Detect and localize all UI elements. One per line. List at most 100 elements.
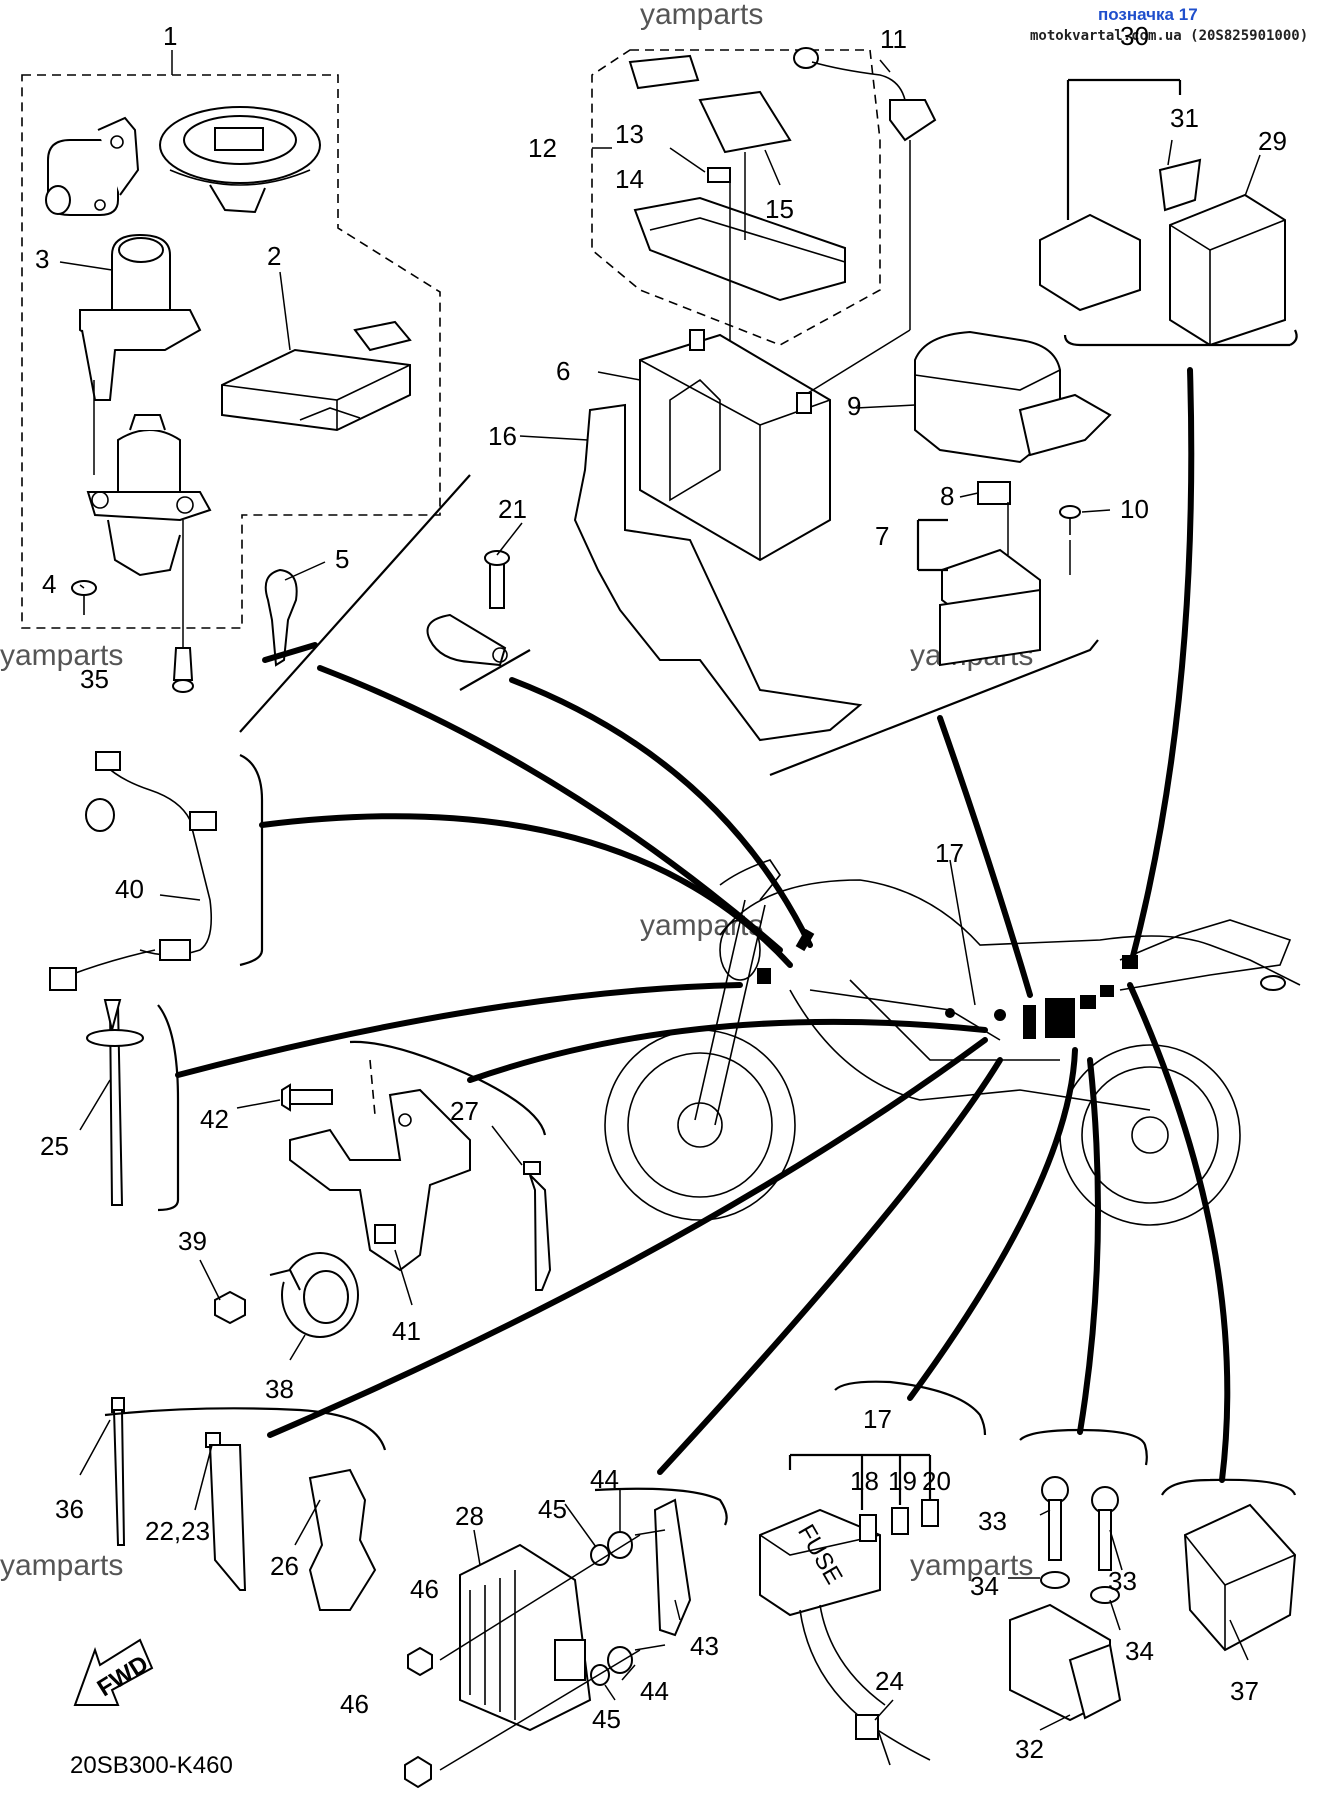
callout-label[interactable]: 42 (200, 1104, 229, 1134)
callout-label[interactable]: 25 (40, 1131, 69, 1161)
callout-label[interactable]: 18 (850, 1466, 879, 1496)
callout-label[interactable]: 31 (1170, 103, 1199, 133)
band-part[interactable] (523, 1161, 552, 1291)
callout-label[interactable]: 15 (765, 194, 794, 224)
bolt-part[interactable] (1059, 505, 1081, 575)
holder-part[interactable] (308, 1468, 377, 1611)
callout-label[interactable]: 45 (538, 1494, 567, 1524)
ignitor-unit-part[interactable] (221, 320, 412, 432)
ecu-connector-part[interactable] (1039, 158, 1202, 312)
fuse-part[interactable] (628, 54, 792, 183)
horn-part[interactable] (269, 1252, 359, 1338)
key-part[interactable] (264, 568, 298, 667)
motorcycle-outline (604, 859, 1301, 1226)
callout-label[interactable]: 2 (267, 241, 281, 271)
header-site[interactable]: motokvartal.com.ua (20S825901000) (1030, 28, 1308, 44)
fuel-cap-part[interactable] (159, 106, 321, 214)
callout-label[interactable]: 45 (592, 1704, 621, 1734)
bolt-part[interactable] (281, 1083, 333, 1112)
rectifier-regulator-part[interactable] (459, 1543, 592, 1732)
callout-label[interactable]: 29 (1258, 126, 1287, 156)
callout-label[interactable]: 17 (935, 838, 964, 868)
callout-label[interactable]: 3 (35, 244, 49, 274)
callout-label[interactable]: 10 (1120, 494, 1149, 524)
callout-label[interactable]: 9 (847, 391, 861, 421)
callout-label[interactable]: 39 (178, 1226, 207, 1256)
callout-label[interactable]: 46 (340, 1689, 369, 1719)
callout-label[interactable]: 38 (265, 1374, 294, 1404)
callout-label[interactable]: 17 (863, 1404, 892, 1434)
flasher-relay-part[interactable] (1183, 1503, 1297, 1652)
cable-band-part[interactable] (205, 1432, 247, 1591)
callout-label[interactable]: 6 (556, 356, 570, 386)
steering-lock-part[interactable] (86, 414, 212, 650)
washer-part[interactable] (1040, 1571, 1120, 1604)
sub-harness-part[interactable] (49, 751, 217, 991)
header-tag[interactable]: позначка 17 (1098, 5, 1198, 24)
callout-label[interactable]: 13 (615, 119, 644, 149)
callout-label[interactable]: 14 (615, 164, 644, 194)
ignition-switch-part[interactable] (79, 233, 202, 475)
callout-label[interactable]: 34 (970, 1571, 999, 1601)
callout-label[interactable]: 7 (875, 521, 889, 551)
starter-relay-part[interactable] (914, 330, 1112, 464)
bolt-part[interactable] (1091, 1486, 1119, 1571)
watermark: yamparts (910, 1549, 1033, 1582)
nut-part[interactable] (214, 1290, 246, 1325)
callout-label[interactable]: 5 (335, 544, 349, 574)
battery-part[interactable] (639, 329, 831, 562)
callout-label[interactable]: 46 (410, 1574, 439, 1604)
callout-label[interactable]: 33 (1108, 1566, 1137, 1596)
fuse-part[interactable] (859, 1499, 939, 1542)
screw-part[interactable] (71, 580, 97, 615)
collar-part[interactable] (590, 1531, 633, 1686)
callout-label[interactable]: 24 (875, 1666, 904, 1696)
fuse-relay-part[interactable] (939, 481, 1041, 667)
callout-label[interactable]: 43 (690, 1631, 719, 1661)
callout-label[interactable]: 27 (450, 1096, 479, 1126)
horn-bracket-part[interactable] (289, 1088, 471, 1272)
bracket (104, 1407, 387, 1451)
negative-lead-part[interactable] (793, 47, 937, 394)
battery-band-part[interactable] (573, 403, 863, 742)
seat-lock-part[interactable] (45, 116, 140, 216)
cable-tie-part[interactable] (86, 999, 144, 1206)
screw-part[interactable] (172, 647, 194, 693)
callout-label[interactable]: 41 (392, 1316, 421, 1346)
callout-label[interactable]: 30 (1120, 21, 1149, 51)
callout-label[interactable]: 40 (115, 874, 144, 904)
bracket (1019, 1428, 1148, 1466)
callout-label[interactable]: 32 (1015, 1734, 1044, 1764)
callout-label[interactable]: 36 (55, 1494, 84, 1524)
nut-part[interactable] (404, 1755, 432, 1789)
relay-part[interactable] (1009, 1603, 1122, 1722)
callout-label[interactable]: 16 (488, 421, 517, 451)
cable-clamp-part[interactable] (426, 613, 508, 667)
callout-label[interactable]: 37 (1230, 1676, 1259, 1706)
callout-label[interactable]: 4 (42, 569, 56, 599)
regulator-bracket-part[interactable] (634, 1498, 692, 1651)
callout-label[interactable]: 22,23 (145, 1516, 210, 1546)
callout-label[interactable]: 8 (940, 481, 954, 511)
leader-lines (59, 59, 1261, 1731)
callout-label[interactable]: 35 (80, 664, 109, 694)
callout-label[interactable]: 44 (590, 1464, 619, 1494)
callout-label[interactable]: 33 (978, 1506, 1007, 1536)
bolt-part[interactable] (484, 550, 510, 609)
callout-label[interactable]: 21 (498, 494, 527, 524)
bolt-part[interactable] (1041, 1476, 1069, 1561)
fuse-box-part[interactable]: FUSE (759, 1508, 931, 1766)
callout-label[interactable]: 19 (888, 1466, 917, 1496)
callout-label[interactable]: 1 (163, 21, 177, 51)
ecu-part[interactable] (1169, 193, 1286, 347)
battery-cover-part[interactable] (633, 196, 846, 302)
callout-label[interactable]: 28 (455, 1501, 484, 1531)
callout-label[interactable]: 20 (922, 1466, 951, 1496)
nut-part[interactable] (407, 1646, 433, 1677)
callout-label[interactable]: 26 (270, 1551, 299, 1581)
callout-label[interactable]: 44 (640, 1676, 669, 1706)
cable-tie-part[interactable] (111, 1397, 126, 1546)
callout-label[interactable]: 11 (880, 24, 907, 54)
callout-label[interactable]: 12 (528, 133, 557, 163)
callout-label[interactable]: 34 (1125, 1636, 1154, 1666)
